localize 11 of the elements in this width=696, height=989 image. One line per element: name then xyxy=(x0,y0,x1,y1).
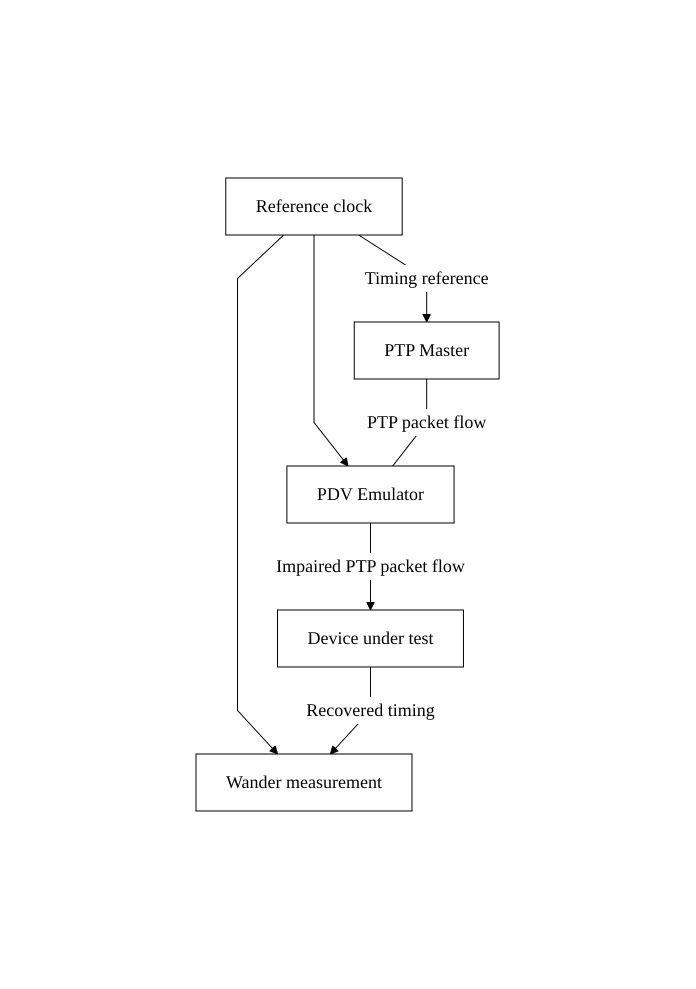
node-box: Wander measurement xyxy=(196,753,413,812)
edge-label: Recovered timing xyxy=(306,700,436,720)
node-box: PDV Emulator xyxy=(286,466,455,524)
arrow xyxy=(314,234,349,466)
edge-label: Timing reference xyxy=(365,268,490,288)
edge-label: Impaired PTP packet flow xyxy=(276,556,466,576)
arrow xyxy=(237,234,285,754)
node-box: Device under test xyxy=(277,610,464,668)
edge-label: PTP packet flow xyxy=(367,412,487,432)
node-box: Reference clock xyxy=(226,178,404,236)
node-box: PTP Master xyxy=(354,322,500,380)
